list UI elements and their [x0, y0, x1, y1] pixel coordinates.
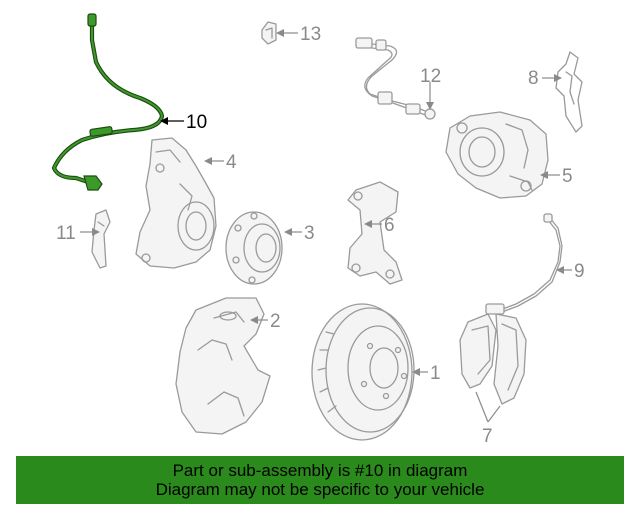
callout-3[interactable]: 3 [304, 223, 315, 244]
callout-1[interactable]: 1 [430, 363, 441, 384]
callout-6[interactable]: 6 [384, 215, 395, 236]
callout-5[interactable]: 5 [562, 166, 573, 187]
callout-9[interactable]: 9 [574, 261, 585, 282]
part-12-brake-hose[interactable] [355, 37, 436, 120]
callout-13[interactable]: 13 [300, 24, 321, 45]
part-2-dust-shield[interactable] [175, 297, 271, 435]
callout-7[interactable]: 7 [482, 426, 493, 447]
part-8-caliper-clip[interactable] [555, 51, 583, 133]
part-9-pad-wear-sensor[interactable] [485, 213, 563, 315]
part-13-clip[interactable] [261, 21, 277, 45]
callout-labels: 13 12 8 10 4 5 6 11 3 9 2 1 7 [56, 24, 585, 447]
callout-4[interactable]: 4 [226, 152, 237, 173]
callout-10[interactable]: 10 [186, 112, 207, 133]
part-6-caliper-bracket[interactable] [347, 181, 403, 285]
info-banner: Part or sub-assembly is #10 in diagram D… [16, 456, 624, 504]
callout-12[interactable]: 12 [420, 66, 441, 87]
callout-2[interactable]: 2 [270, 311, 281, 332]
callout-11[interactable]: 11 [56, 223, 76, 244]
part-11-bracket[interactable] [91, 209, 111, 269]
part-1-brake-rotor[interactable] [311, 303, 415, 441]
banner-line-disclaimer: Diagram may not be specific to your vehi… [155, 480, 485, 499]
banner-line-part: Part or sub-assembly is #10 in diagram [172, 461, 468, 480]
part-5-caliper[interactable] [445, 111, 549, 199]
part-10-abs-sensor-cable[interactable] [51, 13, 165, 191]
parts-diagram: 13 12 8 10 4 5 6 11 3 9 2 1 7 [51, 13, 585, 447]
part-3-hub-bearing[interactable] [225, 211, 283, 285]
part-4-steering-knuckle[interactable] [135, 137, 217, 269]
part-7-brake-pads[interactable] [459, 313, 527, 423]
callout-leaders [80, 29, 572, 376]
callout-8[interactable]: 8 [528, 68, 539, 89]
